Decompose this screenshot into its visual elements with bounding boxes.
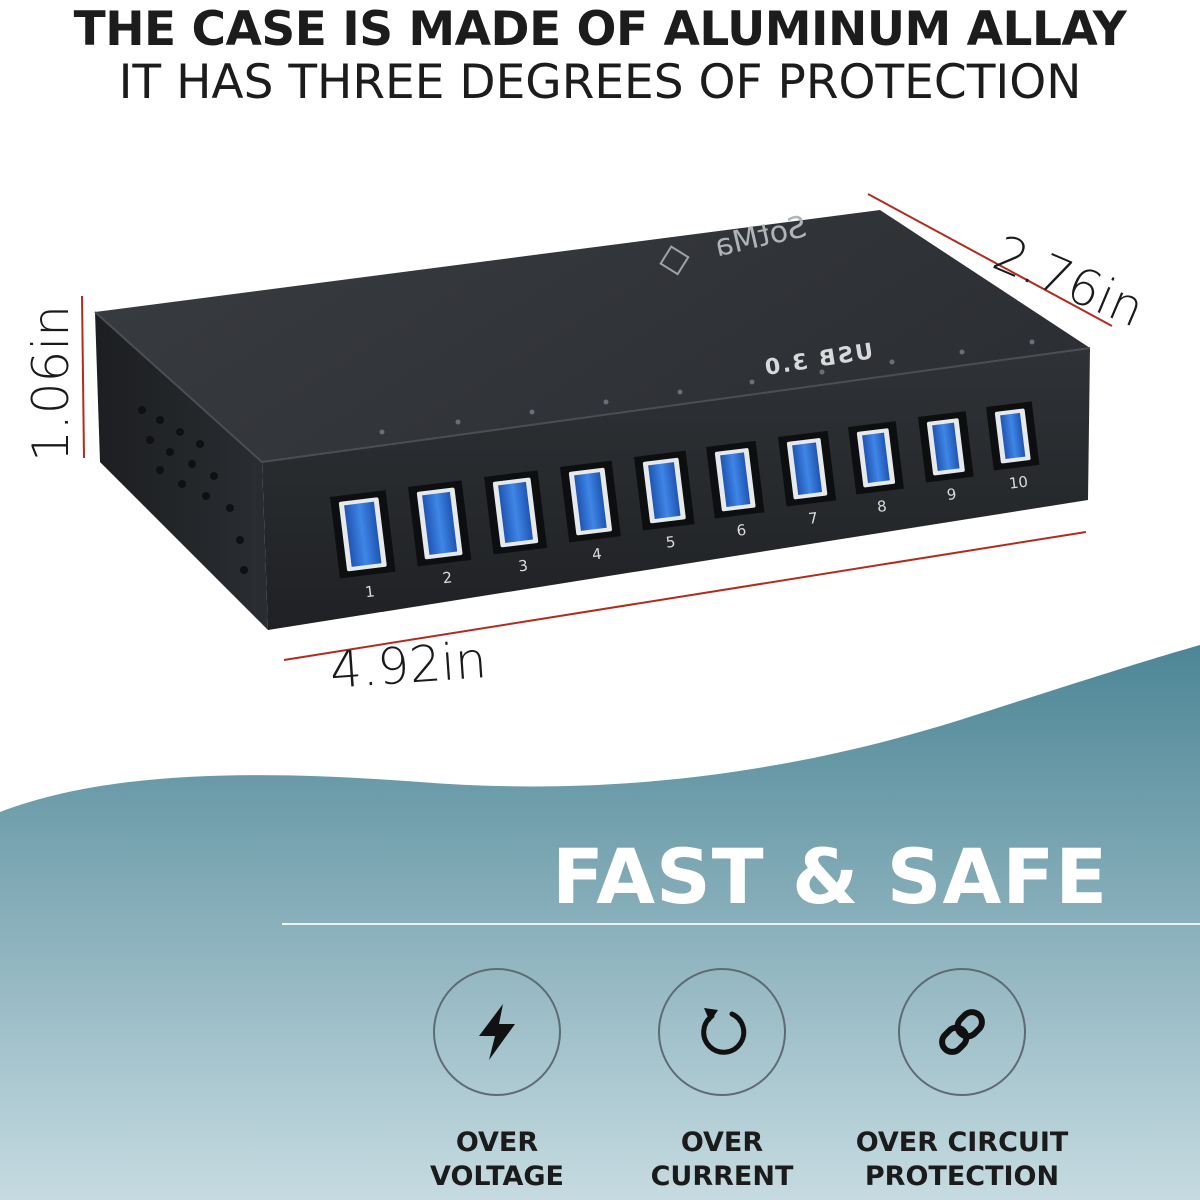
vent-holes: [138, 406, 248, 574]
lightning-icon: [479, 1004, 515, 1060]
usb-port-10[interactable]: 10: [986, 401, 1042, 494]
feature-icon-circle: [433, 968, 561, 1096]
refresh-icon: [701, 1008, 747, 1055]
feature-label: OVER VOLTAGE: [377, 1126, 617, 1194]
feature-over-current: OVER CURRENT: [602, 968, 842, 1194]
feature-label: OVER CIRCUIT PROTECTION: [842, 1126, 1082, 1194]
headline-bold: THE CASE IS MADE OF ALUMINUM ALLAY: [73, 2, 1127, 57]
port-label: 4: [591, 545, 603, 564]
port-label: 8: [876, 497, 888, 516]
usb-port-9[interactable]: 9: [918, 411, 977, 506]
chain-link-icon: [939, 1009, 985, 1055]
usb-port-3[interactable]: 3: [484, 470, 550, 578]
feature-icon-circle: [898, 968, 1026, 1096]
usb-port-row: 1 2 3 4: [330, 401, 1042, 604]
feature-label-line2: CURRENT: [650, 1161, 794, 1192]
usb-port-5[interactable]: 5: [634, 450, 698, 555]
feature-icon-circle: [658, 968, 786, 1096]
feature-over-circuit-protection: OVER CIRCUIT PROTECTION: [842, 968, 1082, 1194]
feature-over-voltage: OVER VOLTAGE: [377, 968, 617, 1194]
port-label: 2: [442, 568, 454, 587]
feature-label-line1: OVER: [455, 1127, 539, 1158]
width-dimension-line: [283, 531, 1087, 661]
height-dimension-label: 1.06in: [22, 305, 80, 462]
case-top: [95, 210, 1090, 462]
port-label: 9: [946, 485, 958, 504]
port-label: 5: [665, 533, 677, 552]
tagline-divider: [282, 923, 1200, 925]
usb-port-4[interactable]: 4: [560, 460, 624, 567]
usb-port-6[interactable]: 6: [706, 440, 767, 542]
port-label: 7: [807, 509, 819, 528]
usb-port-7[interactable]: 7: [778, 430, 839, 530]
feature-label-line2: VOLTAGE: [430, 1161, 564, 1192]
tagline: FAST & SAFE: [552, 832, 1109, 921]
port-label: 6: [736, 521, 748, 540]
case-side: [95, 312, 268, 630]
status-leds: [379, 339, 1035, 435]
usb-port-2[interactable]: 2: [408, 480, 474, 590]
port-label: 3: [517, 556, 529, 575]
feature-label-line2: PROTECTION: [864, 1161, 1060, 1192]
feature-label-line1: OVER: [680, 1127, 764, 1158]
feature-label: OVER CURRENT: [602, 1126, 842, 1194]
height-dimension-line: [81, 295, 85, 459]
feature-label-line1: OVER CIRCUIT: [855, 1127, 1069, 1158]
port-label: 1: [364, 582, 376, 601]
usb-port-1[interactable]: 1: [330, 490, 399, 604]
usb-hub-illustration: SotMa USB 3.0 1 2 3: [81, 193, 1113, 661]
headline-subtitle: IT HAS THREE DEGREES OF PROTECTION: [118, 55, 1082, 110]
width-dimension-label: 4.92in: [328, 631, 489, 700]
port-label: 10: [1008, 473, 1029, 493]
depth-dimension-line: [867, 193, 1113, 327]
usb-port-8[interactable]: 8: [848, 421, 907, 518]
